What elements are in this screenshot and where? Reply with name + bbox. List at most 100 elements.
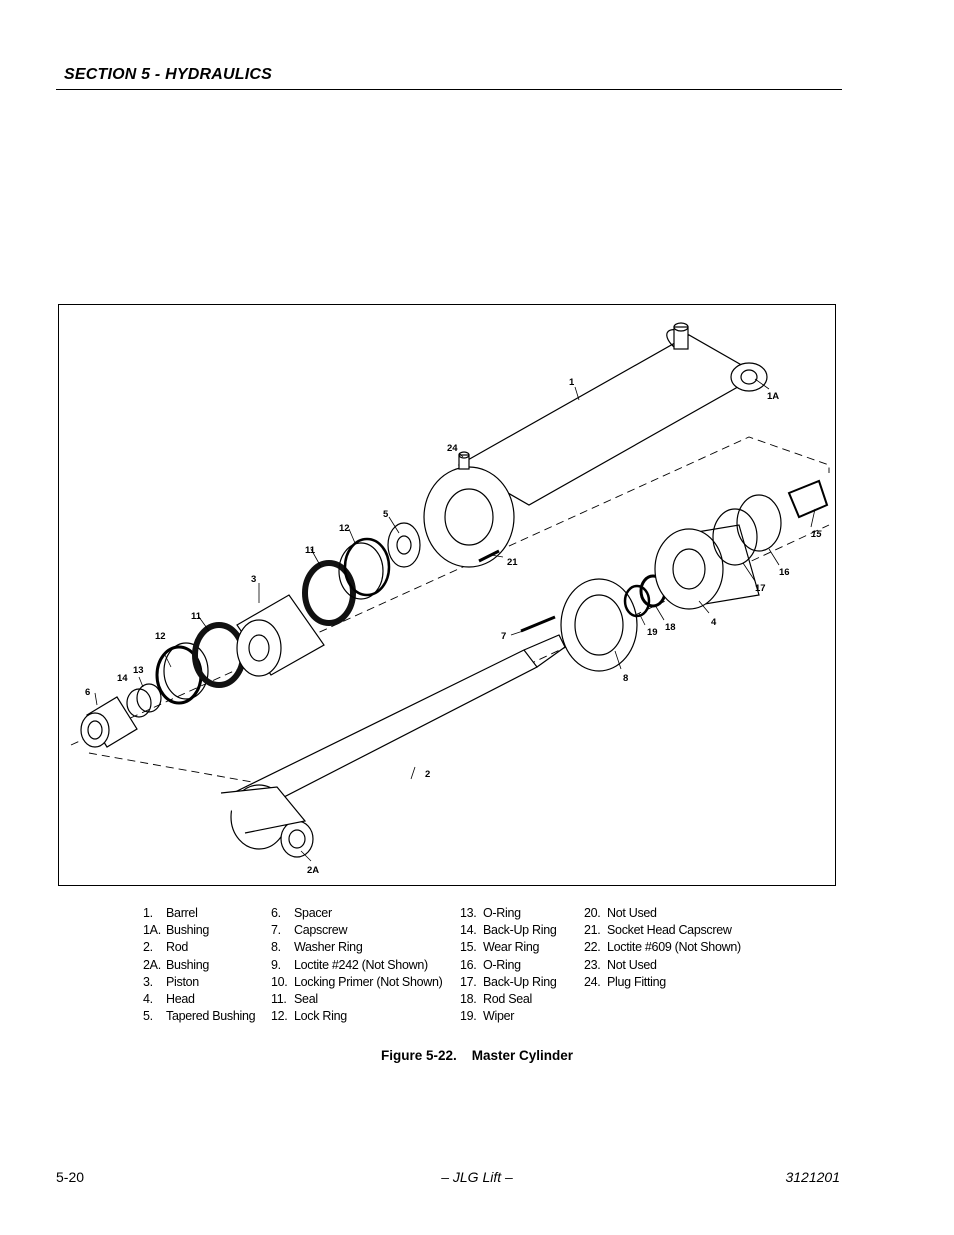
legend-number: 15.: [460, 940, 477, 955]
legend-column-4: 20.Not Used 21. Socket Head Capscrew 22. L…: [584, 905, 741, 991]
legend-number: 4.: [143, 992, 153, 1007]
legend-label: Socket Head Capscrew: [607, 923, 732, 938]
legend-label: Not Used: [607, 957, 657, 972]
legend-label: Back-Up Ring: [483, 923, 557, 938]
legend-number: 23.: [584, 957, 601, 972]
legend-label: Washer Ring: [294, 940, 363, 955]
callout-19: 19: [647, 627, 658, 638]
callout-17: 17: [755, 583, 766, 594]
legend-number: 17.: [460, 974, 477, 989]
legend-label: Barrel: [166, 906, 198, 920]
legend-item: 13.O-Ring: [460, 905, 557, 922]
legend-label: Rod: [166, 940, 189, 955]
legend-number: 10.: [271, 974, 288, 989]
callout-1: 1: [569, 377, 575, 388]
figure-caption: Figure 5-22. Master Cylinder: [0, 1048, 954, 1063]
legend-number: 16.: [460, 957, 477, 972]
legend-label: Wear Ring: [483, 940, 540, 955]
callout-14: 14: [117, 673, 128, 684]
legend-label: Plug Fitting: [607, 974, 666, 989]
legend-item: 6. Spacer: [271, 905, 443, 922]
legend-item: 2. Rod: [143, 939, 255, 956]
legend-number: 8.: [271, 940, 281, 955]
callout-12-right: 12: [339, 523, 350, 534]
legend-item: 1A. Bushing: [143, 922, 255, 939]
legend-item: 22. Loctite #609 (Not Shown): [584, 939, 741, 956]
legend-number: 19.: [460, 1009, 477, 1024]
legend-label: O-Ring: [483, 957, 521, 972]
washer-ring: [560, 578, 638, 672]
legend-number: 3.: [143, 974, 153, 989]
callout-1a: 1A: [767, 391, 779, 402]
legend-number: 7.: [271, 923, 281, 938]
legend-item: 17. Back-Up Ring: [460, 974, 557, 991]
legend-item: 9.Loctite #242 (Not Shown): [271, 957, 443, 974]
legend-item: 1. Barrel: [143, 905, 255, 922]
legend-number: 6.: [271, 906, 281, 920]
callout-12-left: 12: [155, 631, 166, 642]
legend-item: 8. Washer Ring: [271, 939, 443, 956]
barrel: [423, 322, 768, 568]
legend-number: 11.: [271, 992, 287, 1007]
legend-item: 21. Socket Head Capscrew: [584, 922, 741, 939]
legend-item: 15. Wear Ring: [460, 939, 557, 956]
legend-number: 18.: [460, 992, 477, 1007]
callout-24: 24: [447, 443, 458, 454]
legend-item: 4.Head: [143, 991, 255, 1008]
legend-label: Tapered Bushing: [166, 1009, 256, 1024]
callout-16: 16: [779, 567, 790, 578]
legend-column-1: 1. Barrel 1A. Bushing 2. Rod 2A.Bushing 3.P…: [143, 905, 256, 1025]
legend-label: Bushing: [166, 957, 210, 972]
legend-item: 11.Seal: [271, 991, 443, 1008]
legend-label: Rod Seal: [483, 992, 533, 1007]
figure-number: Figure 5-22.: [380, 1048, 457, 1063]
legend-label: Lock Ring: [294, 1009, 347, 1024]
legend-item: 3.Piston: [143, 974, 255, 991]
legend-item: 24. Plug Fitting: [584, 974, 741, 991]
legend-label: Back-Up Ring: [483, 974, 557, 989]
legend-item: 12.Lock Ring: [271, 1008, 443, 1025]
legend-number: 14.: [460, 923, 477, 938]
legend-label: O-Ring: [483, 906, 521, 920]
callout-8: 8: [623, 673, 628, 684]
callout-2: 2: [425, 769, 430, 780]
legend-column-2: 6. Spacer 7.Capscrew 8. Washer Ring 9.Loct…: [271, 905, 443, 1025]
callout-15: 15: [811, 529, 822, 540]
piston: [236, 594, 325, 677]
legend-label: Loctite #609 (Not Shown): [607, 940, 741, 955]
callout-13: 13: [133, 665, 144, 676]
callout-4: 4: [711, 617, 717, 628]
page-number: 5-20: [56, 1169, 85, 1185]
callout-3: 3: [251, 574, 256, 585]
legend-column-3: 13.O-Ring 14. Back-Up Ring 15. Wear Ring 1…: [460, 905, 557, 1025]
legend-item: 23. Not Used: [584, 957, 741, 974]
legend-label: Wiper: [483, 1009, 515, 1024]
callout-2a: 2A: [307, 865, 319, 876]
spacer: [80, 696, 138, 748]
legend-item: 18. Rod Seal: [460, 991, 557, 1008]
legend-label: Bushing: [166, 923, 210, 938]
legend-number: 1.: [143, 906, 153, 920]
legend-label: Locking Primer (Not Shown): [294, 974, 443, 989]
legend-number: 1A.: [143, 923, 161, 938]
callout-7: 7: [501, 631, 506, 642]
legend-number: 22.: [584, 940, 601, 955]
legend-item: 19. Wiper: [460, 1008, 557, 1025]
legend-label: Spacer: [294, 906, 332, 920]
legend-number: 24.: [584, 974, 601, 989]
callout-18: 18: [665, 622, 676, 633]
document-number: 3121201: [785, 1169, 840, 1185]
exploded-view-drawing: 1 1A 24 5 12 11 3 11 12 13 14 6 21 7 8 1…: [70, 322, 830, 876]
callout-11-right: 11: [305, 545, 316, 556]
legend-item: 5.Tapered Bushing: [143, 1008, 256, 1025]
legend-number: 21.: [584, 923, 601, 938]
legend-item: 16. O-Ring: [460, 957, 557, 974]
legend-number: 9.: [271, 957, 281, 972]
legend-label: Not Used: [607, 906, 657, 920]
section-title: SECTION 5 - HYDRAULICS: [64, 66, 272, 83]
legend-item: 20.Not Used: [584, 905, 741, 922]
footer-brand: – JLG Lift –: [441, 1169, 513, 1185]
legend-item: 2A.Bushing: [143, 957, 255, 974]
legend-number: 2.: [143, 940, 153, 955]
legend-item: 7.Capscrew: [271, 922, 443, 939]
